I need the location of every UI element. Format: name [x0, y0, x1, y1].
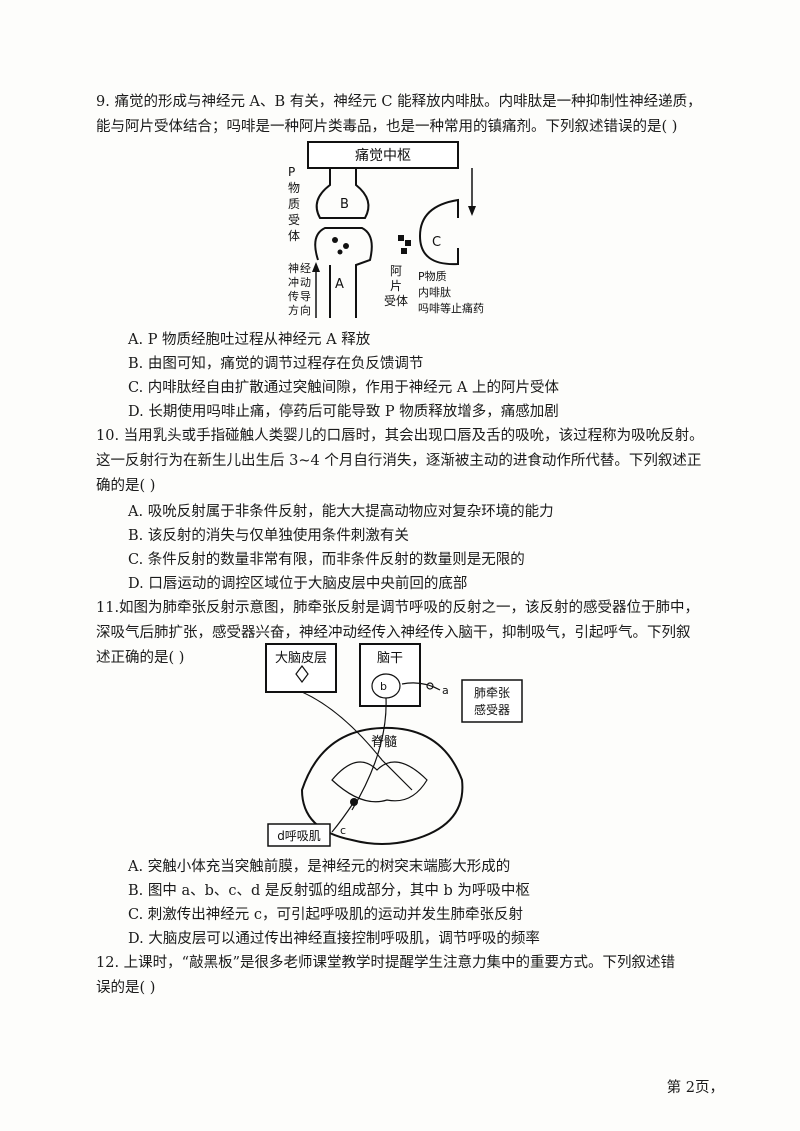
efferent-nerve: [331, 801, 355, 833]
svg-text:冲: 冲: [288, 275, 299, 289]
spinal-cord-outline: [300, 726, 464, 845]
svg-text:向: 向: [300, 303, 311, 317]
legend-p-substance: P物质: [418, 269, 447, 283]
svg-text:质: 质: [288, 197, 300, 211]
q11-option-c[interactable]: C. 刺激传出神经元 c，可引起呼吸肌的运动并发生肺牵张反射: [128, 907, 524, 923]
q10-option-b[interactable]: B. 该反射的消失与仅单独使用条件刺激有关: [128, 528, 409, 544]
q12-stem-line1: 12. 上课时，“敲黑板”是很多老师课堂教学时提醒学生注意力集中的重要方式。下列…: [96, 955, 675, 971]
q11-option-d[interactable]: D. 大脑皮层可以通过传出神经直接控制呼吸肌，调节呼吸的频率: [128, 931, 540, 947]
neuron-c-label: C: [432, 235, 441, 250]
respiratory-muscle-box: [267, 823, 331, 847]
respiratory-muscle-label: d呼吸肌: [277, 829, 321, 843]
descending-arrowhead: [468, 206, 476, 216]
lung-receptor-box: [461, 679, 523, 723]
neuron-b-outline: [315, 168, 370, 219]
q11-option-b[interactable]: B. 图中 a、b、c、d 是反射弧的组成部分，其中 b 为呼吸中枢: [128, 883, 530, 899]
q9-stem-line1: 9. 痛觉的形成与神经元 A、B 有关，神经元 C 能释放内啡肽。内啡肽是一种抑…: [96, 94, 702, 110]
svg-text:受体: 受体: [384, 294, 408, 308]
lung-receptor-label: 肺牵张: [474, 686, 510, 700]
svg-text:动: 动: [300, 276, 311, 289]
q11-option-a[interactable]: A. 突触小体充当突触前膜，是神经元的树突末端膨大形成的: [128, 859, 511, 875]
p-substance-vesicle: [332, 237, 338, 243]
q11-stem-line3: 述正确的是( ): [96, 650, 185, 666]
morphine-dot: [401, 248, 407, 254]
brainstem-pathway: [351, 697, 387, 811]
morphine-dot: [398, 235, 404, 241]
svg-text:方: 方: [288, 303, 299, 317]
svg-text:导: 导: [300, 290, 311, 303]
label-c: c: [340, 824, 346, 837]
impulse-direction-label: 神: [288, 261, 299, 275]
q10-option-a[interactable]: A. 吸吮反射属于非条件反射，能大大提高动物应对复杂环境的能力: [128, 504, 554, 520]
q12-stem-line2: 误的是( ): [96, 980, 156, 996]
neuron-b-label: B: [340, 197, 349, 212]
q10-option-c[interactable]: C. 条件反射的数量非常有限，而非条件反射的数量则是无限的: [128, 552, 525, 568]
svg-text:受: 受: [288, 213, 300, 227]
impulse-arrowhead: [312, 262, 320, 272]
svg-text:物: 物: [288, 181, 300, 195]
spinal-cord-label: 脊髓: [371, 735, 397, 750]
legend-endorphin: 内啡肽: [418, 285, 451, 299]
svg-text:经: 经: [300, 262, 311, 275]
cortex-neuron: [295, 665, 309, 683]
pain-center-box: [307, 141, 459, 169]
q11-stem-line2: 深吸气后肺扩张，感受器兴奋，神经冲动经传入神经传入脑干，抑制吸气，引起呼气。下列…: [96, 625, 691, 641]
morphine-dot: [405, 240, 411, 246]
q9-stem-line2: 能与阿片受体结合；吗啡是一种阿片类毒品，也是一种常用的镇痛剂。下列叙述错误的是(…: [96, 119, 678, 135]
q10-stem-line1: 10. 当用乳头或手指碰触人类婴儿的口唇时，其会出现口唇及舌的吸吮，该过程称为吸…: [96, 428, 704, 444]
q9-option-a[interactable]: A. P 物质经胞吐过程从神经元 A 释放: [128, 332, 371, 348]
pain-center-label: 痛觉中枢: [355, 147, 411, 164]
neuron-c-outline: [418, 198, 459, 266]
label-a: a: [442, 684, 449, 697]
afferent-nerve: [401, 682, 441, 691]
svg-text:传: 传: [288, 290, 299, 303]
q9-option-d[interactable]: D. 长期使用吗啡止痛，停药后可能导致 P 物质释放增多，痛感加剧: [128, 404, 559, 420]
page-number: 第 2页，: [666, 1080, 724, 1096]
q11-stem-line1: 11.如图为肺牵张反射示意图，肺牵张反射是调节呼吸的反射之一，该反射的感受器位于…: [96, 600, 700, 616]
q11-reflex-diagram: 大脑皮层 脑干 b a 肺牵张 感受器 脊髓 c d呼吸肌: [265, 643, 523, 847]
q9-option-c[interactable]: C. 内啡肽经自由扩散通过突触间隙，作用于神经元 A 上的阿片受体: [128, 380, 559, 396]
p-substance-vesicle: [337, 249, 343, 255]
svg-text:感受器: 感受器: [474, 702, 510, 717]
afferent-node: [426, 682, 434, 690]
cerebral-cortex-label: 大脑皮层: [275, 651, 327, 666]
brainstem-label: 脑干: [377, 651, 403, 666]
q10-option-d[interactable]: D. 口唇运动的调控区域位于大脑皮层中央前回的底部: [128, 576, 468, 592]
q9-option-b[interactable]: B. 由图可知，痛觉的调节过程存在负反馈调节: [128, 356, 424, 372]
grey-matter: [331, 761, 428, 803]
neuron-a-label: A: [335, 277, 344, 292]
q10-stem-line3: 确的是( ): [96, 478, 156, 494]
label-b: b: [380, 680, 387, 693]
p-receptor-label: P: [288, 165, 295, 179]
q10-stem-line2: 这一反射行为在新生儿出生后 3~4 个月自行消失，逐渐被主动的进食动作所代替。下…: [96, 453, 702, 469]
neuron-a-terminal: [314, 227, 373, 318]
svg-text:片: 片: [390, 279, 402, 293]
q9-pain-diagram: 痛觉中枢 B A C P物质 内啡肽 吗啡等止痛药 阿 片 受体 P 物 质 受…: [288, 141, 484, 318]
cortical-pathway: [301, 691, 413, 791]
legend-morphine: 吗啡等止痛药: [418, 301, 484, 315]
svg-text:体: 体: [288, 229, 300, 243]
opioid-receptor-label: 阿: [390, 264, 402, 278]
p-substance-vesicle: [343, 243, 349, 249]
